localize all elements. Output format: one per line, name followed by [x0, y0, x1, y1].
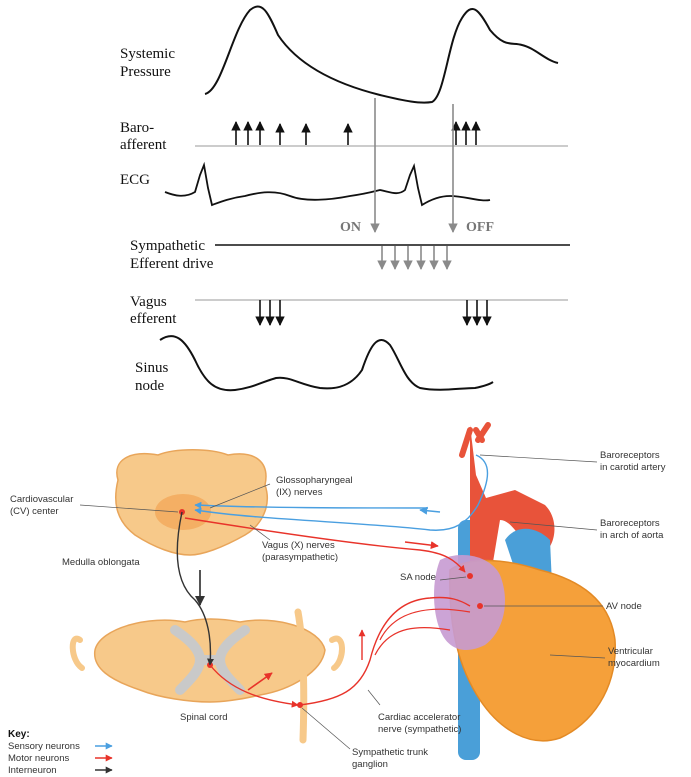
sa-node-label: SA node: [400, 572, 436, 583]
cv-center-label-2: (CV) center: [10, 506, 59, 517]
vagus-label-2: (parasympathetic): [262, 552, 338, 563]
key-title: Key:: [8, 729, 30, 740]
ventricular-label-1: Ventricular: [608, 646, 653, 657]
av-node-dot: [477, 603, 483, 609]
cv-center-label-1: Cardiovascular: [10, 494, 73, 505]
legend-key: Key: Sensory neurons Motor neurons Inter…: [8, 729, 112, 776]
medulla-oblongata: [116, 450, 268, 555]
trunk-ganglion-label-2: ganglion: [352, 759, 388, 770]
systemic-pressure-label-1: Systemic: [120, 46, 175, 62]
aorta-label-2: in arch of aorta: [600, 530, 664, 541]
on-label: ON: [340, 220, 361, 235]
aorta-label-1: Baroreceptors: [600, 518, 660, 529]
vagus-label-1: Vagus (X) nerves: [262, 540, 335, 551]
heart: [434, 425, 615, 760]
anatomy-diagram: Cardiovascular (CV) center Medulla oblon…: [10, 425, 666, 770]
baro-afferent-arrows: [236, 122, 476, 145]
sinus-node-trace: [160, 336, 493, 390]
timing-diagram: Systemic Pressure Baro- afferent ECG ON …: [120, 6, 570, 394]
systemic-pressure-trace: [205, 6, 558, 102]
baro-afferent-label-1: Baro-: [120, 120, 154, 136]
carotid-label-1: Baroreceptors: [600, 450, 660, 461]
sensory-arrow: [420, 510, 440, 512]
sa-node-dot: [467, 573, 473, 579]
sympathetic-label-1: Sympathetic: [130, 238, 205, 254]
key-sensory-label: Sensory neurons: [8, 741, 80, 752]
sinus-node-label-2: node: [135, 378, 165, 394]
sympathetic-efferent-arrows: [382, 246, 447, 269]
glosso-label-1: Glossopharyngeal: [276, 475, 353, 486]
key-motor-label: Motor neurons: [8, 753, 70, 764]
cardiac-accelerator-label-2: nerve (sympathetic): [378, 724, 461, 735]
trunk-ganglion-label-1: Sympathetic trunk: [352, 747, 428, 758]
ventricular-label-2: myocardium: [608, 658, 660, 669]
ecg-label: ECG: [120, 172, 150, 188]
cardiac-accelerator-label-1: Cardiac accelerator: [378, 712, 460, 723]
medulla-label: Medulla oblongata: [62, 557, 140, 568]
ecg-trace: [165, 165, 490, 205]
glosso-label-2: (IX) nerves: [276, 487, 323, 498]
sinus-node-label-1: Sinus: [135, 360, 169, 376]
carotid-label-2: in carotid artery: [600, 462, 666, 473]
off-label: OFF: [466, 220, 494, 235]
baro-afferent-label-2: afferent: [120, 137, 167, 153]
sympathetic-label-2: Efferent drive: [130, 256, 214, 272]
key-interneuron-label: Interneuron: [8, 765, 57, 776]
spinal-cord-label: Spinal cord: [180, 712, 228, 723]
vagus-efferent-arrows: [260, 300, 487, 325]
vagus-efferent-label-2: efferent: [130, 311, 177, 327]
systemic-pressure-label-2: Pressure: [120, 64, 171, 80]
vagus-arrow: [405, 542, 438, 546]
vagus-efferent-label-1: Vagus: [130, 294, 167, 310]
av-node-label: AV node: [606, 601, 642, 612]
